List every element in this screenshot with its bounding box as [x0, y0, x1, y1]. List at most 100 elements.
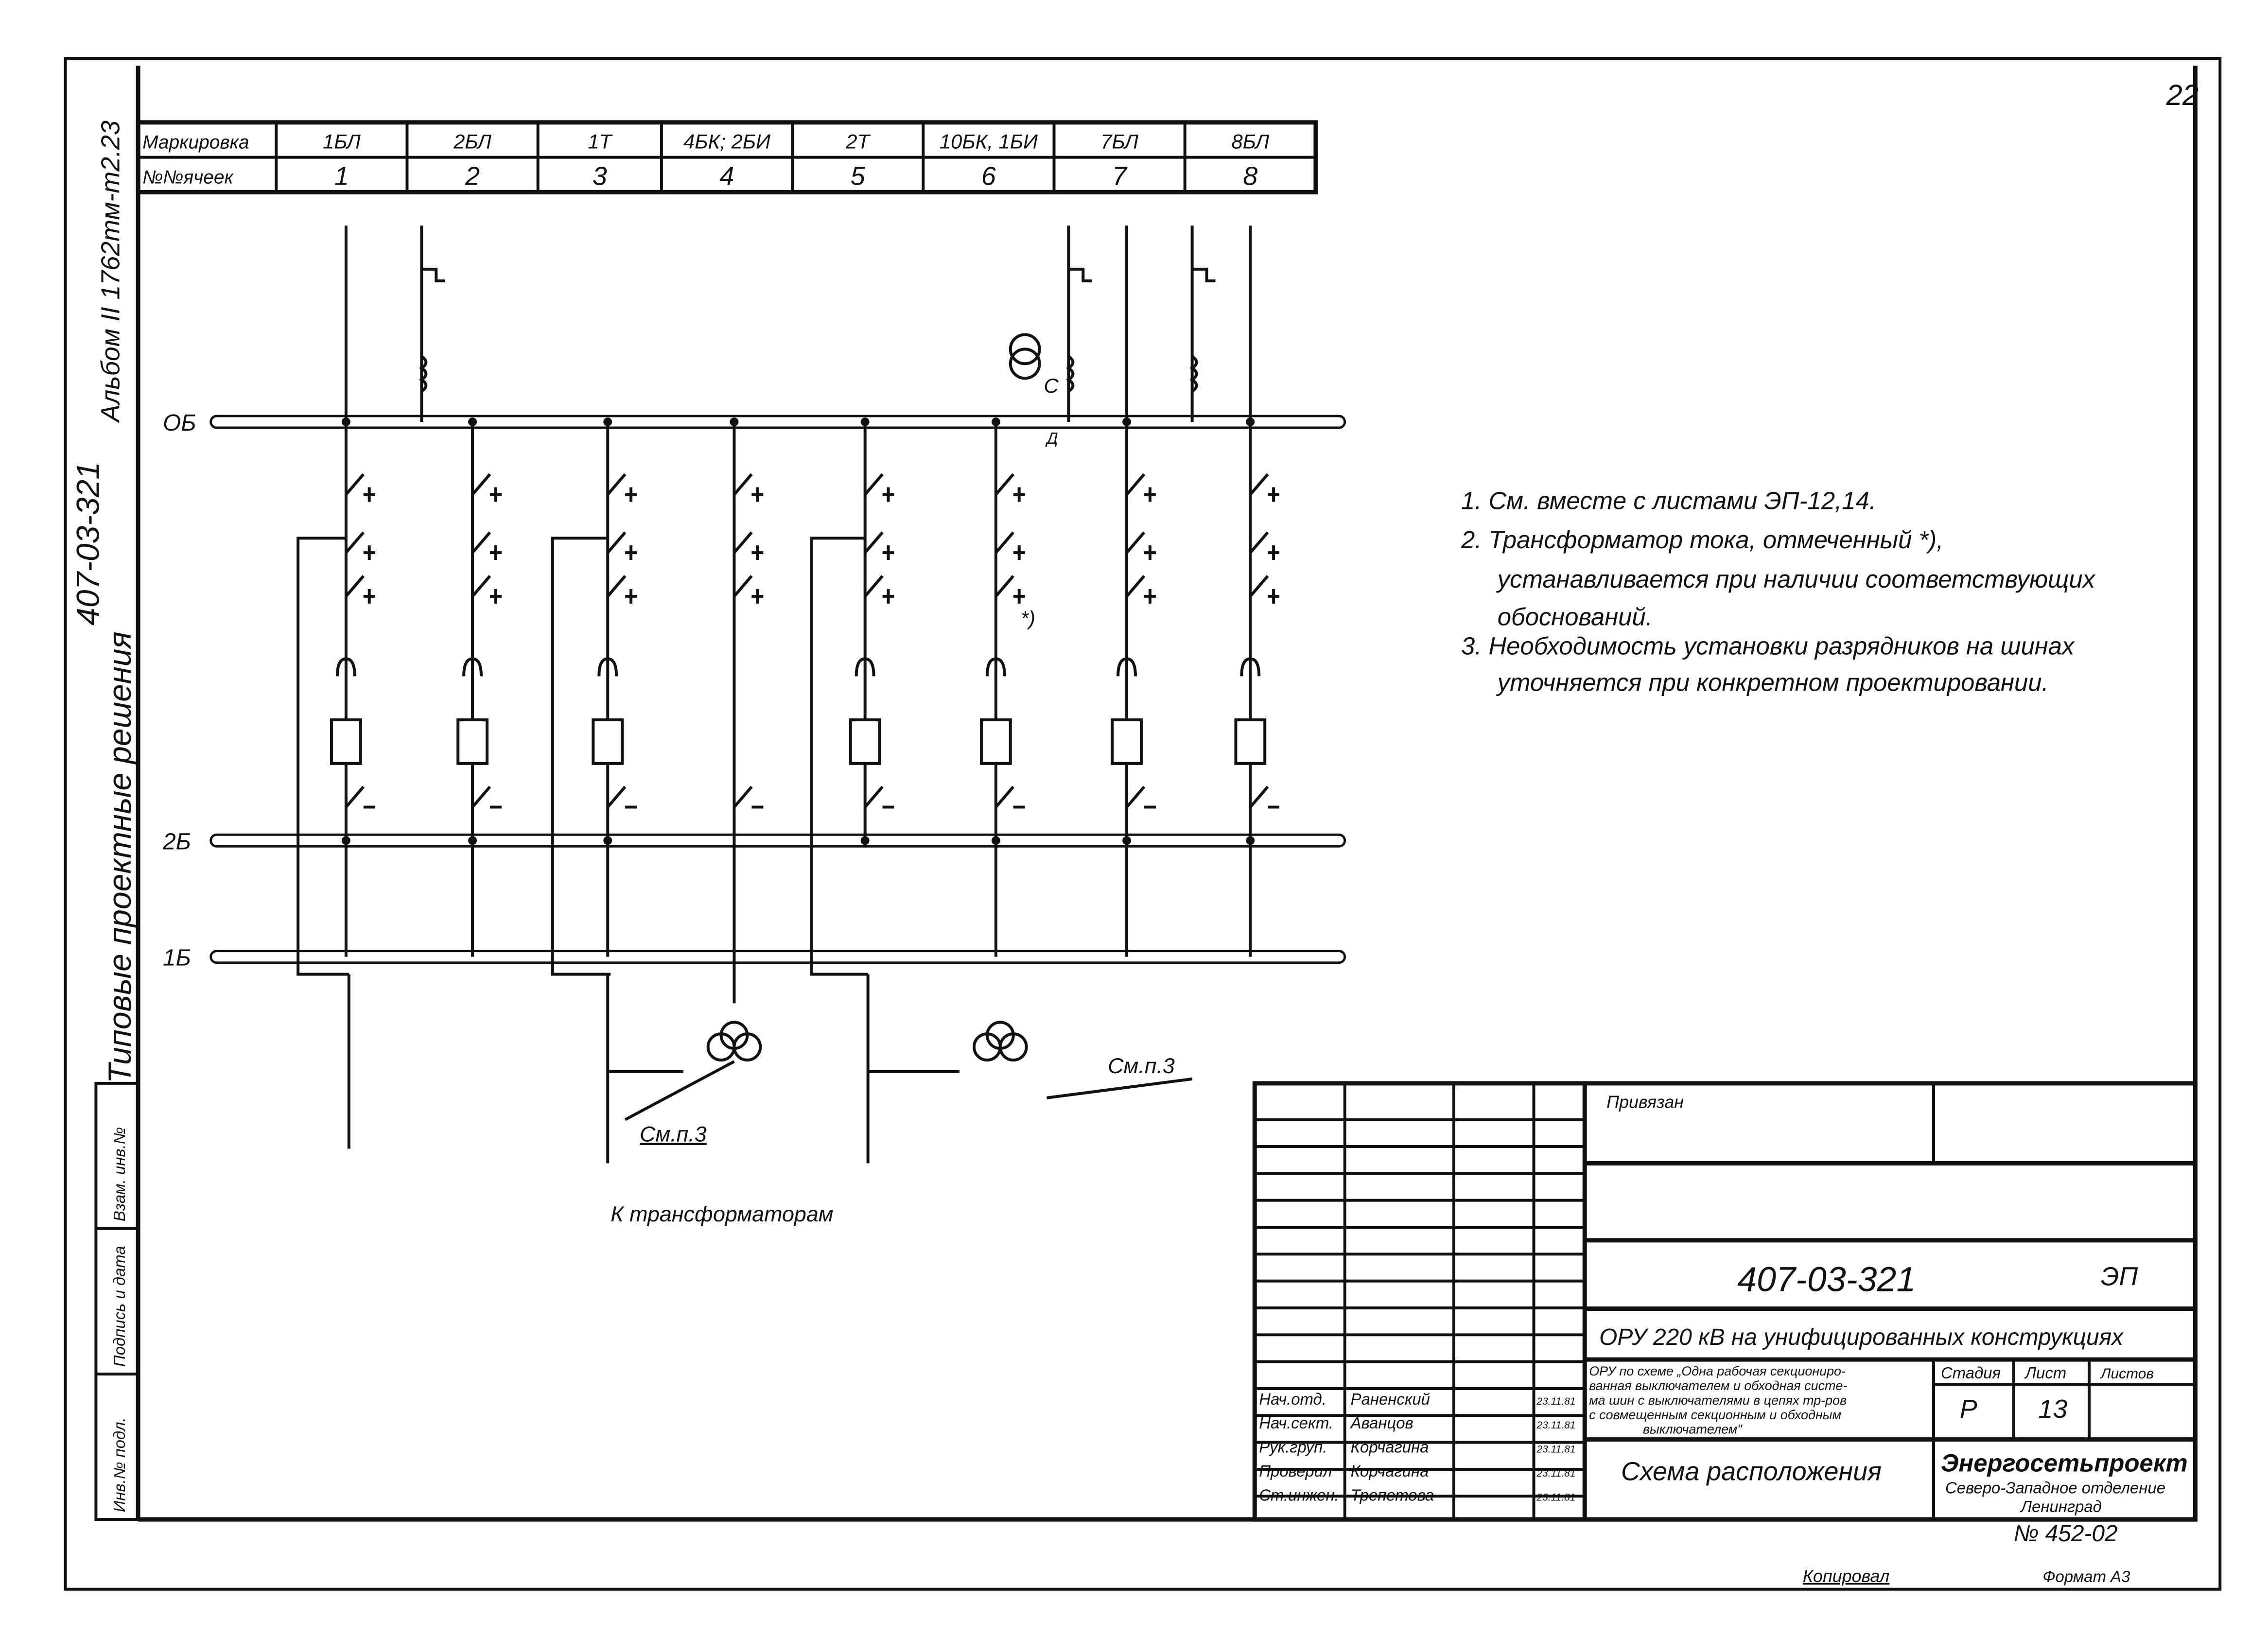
bus-label: ОБ: [163, 410, 196, 436]
disconnector-icon: [471, 785, 502, 809]
current-transformer-icon: [1117, 657, 1137, 677]
svg-text:Альбом II 1762тм-т2.23: Альбом II 1762тм-т2.23: [96, 121, 125, 423]
staff-date: 23.11.81: [1536, 1468, 1576, 1479]
disconnector-icon: [345, 531, 375, 560]
bypass-connection: [810, 537, 868, 976]
see-note-left: См.п.3: [640, 1122, 707, 1147]
notes: 1. См. вместе с листами ЭП-12,14. 2. Тра…: [1461, 487, 2096, 696]
disconnector-icon: [606, 473, 637, 502]
stage-value: Р: [1960, 1394, 1977, 1424]
side-stamp: Альбом II 1762тм-т2.23 407-03-321 Типовы…: [70, 121, 140, 1521]
cell-number: 4: [720, 161, 734, 191]
svg-text:Взам. инв.№: Взам. инв.№: [110, 1127, 128, 1221]
line-feeder: [419, 226, 445, 422]
disconnector-icon: [864, 531, 894, 560]
cell-1: [330, 226, 375, 957]
disconnector-icon: [606, 531, 637, 560]
ground-switch-icon: [1192, 267, 1216, 282]
svg-text:*): *): [1021, 607, 1035, 630]
cell-marking: 8БЛ: [1231, 130, 1269, 153]
svg-text:ОРУ по схеме „Одна рабочая сек: ОРУ по схеме „Одна рабочая секциониро-: [1589, 1364, 1846, 1378]
footer-copied: Копировал: [1803, 1566, 1889, 1586]
svg-text:устанавливается при наличии со: устанавливается при наличии соответствую…: [1496, 565, 2096, 593]
svg-text:ванная выключателем и обходная: ванная выключателем и обходная систе-: [1589, 1378, 1847, 1393]
cell-marking: 2БЛ: [453, 130, 491, 153]
staff-name: Аванцов: [1350, 1414, 1413, 1432]
cell-number: 2: [465, 161, 480, 191]
current-transformer-icon: [597, 657, 618, 677]
sheet-code: ЭП: [2101, 1262, 2138, 1291]
ground-switch-icon: [421, 267, 445, 282]
breaker-icon: [849, 718, 881, 765]
breaker-icon: [456, 718, 488, 765]
doc-code: 407-03-321: [1737, 1260, 1916, 1299]
disconnector-icon: [1125, 473, 1156, 502]
cell-number: 1: [334, 161, 349, 191]
disconnector-icon: [606, 785, 637, 809]
svg-text:Листов: Листов: [2100, 1366, 2154, 1382]
archive-number: № 452-02: [2014, 1521, 2118, 1547]
current-transformer-icon: [462, 657, 483, 677]
bypass-connection: [297, 537, 349, 976]
sheet-value: 13: [2038, 1394, 2067, 1424]
breaker-icon: [979, 718, 1012, 765]
cell-number-header: №№ячеек: [142, 167, 234, 188]
svg-text:ма шин с выключателями в цепях: ма шин с выключателями в цепях тр-ров: [1589, 1393, 1847, 1408]
reactor-icon: [419, 355, 428, 393]
disconnector-icon: [471, 473, 502, 502]
disconnector-icon: [864, 785, 894, 809]
busbar: [209, 834, 1346, 848]
disconnector-icon: [994, 531, 1025, 560]
svg-text:Д: Д: [1045, 429, 1058, 447]
svg-text:407-03-321: 407-03-321: [70, 462, 105, 626]
cell-marking: 4БК; 2БИ: [683, 130, 770, 153]
disconnector-icon: [864, 575, 894, 604]
svg-text:обоснований.: обоснований.: [1498, 603, 1653, 631]
cell-6: [979, 417, 1025, 957]
cell-5: [849, 417, 894, 845]
to-transformers-label: К трансформаторам: [611, 1201, 833, 1226]
svg-text:Типовые проектные решения: Типовые проектные решения: [102, 631, 138, 1083]
cell-7: [1111, 226, 1156, 957]
cell-number: 6: [981, 161, 996, 191]
transformer-link: [347, 974, 610, 1164]
disconnector-icon: [733, 473, 764, 502]
staff-date: 23.11.81: [1536, 1396, 1576, 1407]
breaker-icon: [1111, 718, 1143, 765]
disconnector-icon: [345, 575, 375, 604]
disconnector-icon: [1249, 473, 1280, 502]
svg-text:выключателем": выключателем": [1643, 1422, 1743, 1437]
staff-date: 23.11.81: [1536, 1492, 1576, 1503]
staff-name: Раненский: [1351, 1390, 1430, 1408]
breaker-icon: [1234, 718, 1267, 765]
svg-text:Лист: Лист: [2024, 1364, 2066, 1382]
disconnector-icon: [1249, 575, 1280, 604]
breaker-icon: [592, 718, 624, 765]
staff-role: Нач.сект.: [1259, 1414, 1333, 1432]
svg-text:С: С: [1044, 374, 1059, 397]
disconnector-icon: [994, 785, 1025, 809]
cell-8: [1234, 226, 1280, 957]
svg-text:Подпись и дата: Подпись и дата: [110, 1246, 128, 1367]
staff-role: Ст.инжен.: [1259, 1486, 1339, 1504]
staff-date: 23.11.81: [1536, 1420, 1576, 1431]
svg-text:Стадия: Стадия: [1941, 1364, 2001, 1382]
staff-date: 23.11.81: [1536, 1444, 1576, 1455]
sheet-number: 22: [2166, 79, 2199, 111]
footer-format: Формат А3: [2042, 1567, 2130, 1585]
disconnector-icon: [994, 473, 1025, 502]
current-transformer-icon: [1240, 657, 1261, 677]
disconnector-icon: [345, 785, 375, 809]
disconnector-icon: [994, 575, 1025, 604]
staff-name: Корчагина: [1351, 1438, 1429, 1456]
disconnector-icon: [471, 575, 502, 604]
svg-text:3. Необходимость установки раз: 3. Необходимость установки разрядников н…: [1461, 632, 2075, 660]
cell-marking: 1БЛ: [323, 130, 361, 153]
disconnector-icon: [345, 473, 375, 502]
reactor-icon: [1066, 355, 1075, 393]
cell-number: 5: [851, 161, 866, 191]
svg-text:2. Трансформатор тока, отмечен: 2. Трансформатор тока, отмеченный *),: [1461, 526, 1943, 554]
current-transformer-icon: [855, 657, 875, 677]
